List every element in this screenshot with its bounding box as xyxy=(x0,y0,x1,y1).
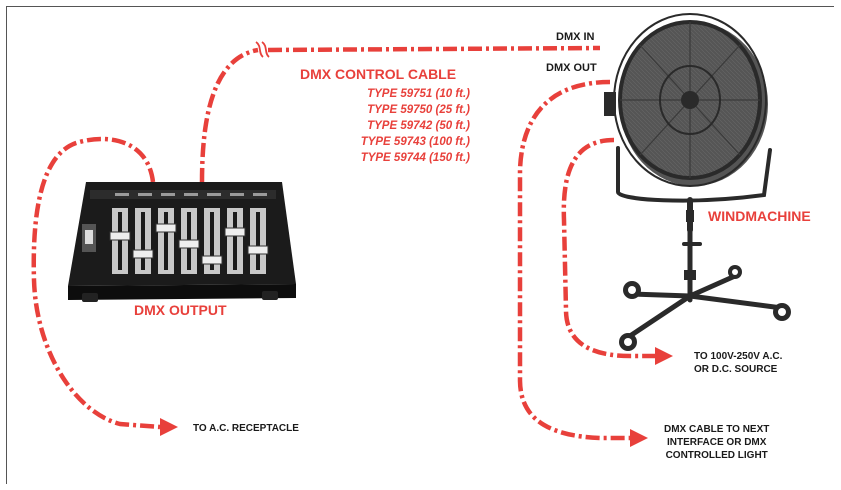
cable-type: TYPE 59743 (100 ft.) xyxy=(320,134,470,150)
power-source-line: OR D.C. SOURCE xyxy=(694,363,782,376)
cable-type: TYPE 59742 (50 ft.) xyxy=(320,118,470,134)
dmx-control-cable xyxy=(202,50,258,182)
cable-type: TYPE 59751 (10 ft.) xyxy=(320,86,470,102)
dmx-control-cable-far xyxy=(268,48,600,50)
power-source-label: TO 100V-250V A.C. OR D.C. SOURCE xyxy=(694,350,782,376)
ac-receptacle-label: TO A.C. RECEPTACLE xyxy=(193,422,299,435)
power-source-cable xyxy=(564,140,655,356)
cable-type-list: TYPE 59751 (10 ft.) TYPE 59750 (25 ft.) … xyxy=(320,86,470,166)
arrow-icon xyxy=(630,429,648,447)
windmachine-label: WINDMACHINE xyxy=(708,208,811,224)
next-interface-line: DMX CABLE TO NEXT xyxy=(664,423,769,436)
next-interface-label: DMX CABLE TO NEXT INTERFACE OR DMX CONTR… xyxy=(664,423,769,462)
dmx-out-label: DMX OUT xyxy=(546,62,597,74)
cable-title: DMX CONTROL CABLE xyxy=(300,66,456,82)
dmx-in-label: DMX IN xyxy=(556,31,595,43)
arrow-icon xyxy=(655,347,673,365)
cable-type: TYPE 59744 (150 ft.) xyxy=(320,150,470,166)
dmx-console-icon xyxy=(68,182,296,302)
power-source-line: TO 100V-250V A.C. xyxy=(694,350,782,363)
dmx-out-cable xyxy=(520,82,630,438)
windmachine-icon xyxy=(604,14,791,351)
cable-type: TYPE 59750 (25 ft.) xyxy=(320,102,470,118)
next-interface-line: CONTROLLED LIGHT xyxy=(664,449,769,462)
next-interface-line: INTERFACE OR DMX xyxy=(664,436,769,449)
cable-break-icon xyxy=(256,42,269,57)
console-label: DMX OUTPUT xyxy=(134,302,227,318)
arrow-icon xyxy=(160,418,178,436)
